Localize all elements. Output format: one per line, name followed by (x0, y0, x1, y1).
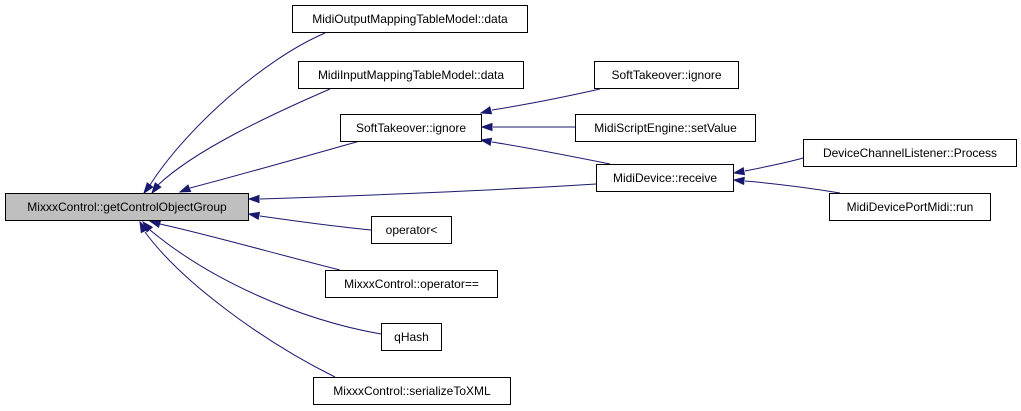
node-box (803, 139, 1017, 167)
arrowhead-icon (479, 137, 493, 147)
node-label: MidiDevicePortMidi::run (847, 200, 974, 214)
node-st1[interactable]: SoftTakeover::ignore (340, 114, 482, 142)
edge-line (157, 88, 331, 186)
edge-line (259, 183, 597, 200)
arrowhead-icon (480, 122, 493, 132)
edge-opeq-to-root (148, 219, 341, 271)
arrowhead-icon (247, 211, 261, 221)
edge-serialize-to-root (139, 220, 336, 378)
node-serialize[interactable]: MixxxControl::serializeToXML (313, 377, 511, 405)
node-outmap[interactable]: MidiOutputMappingTableModel::data (292, 5, 528, 33)
node-label: MixxxControl::getControlObjectGroup (27, 200, 227, 214)
node-box (5, 193, 249, 221)
arrowhead-icon (143, 182, 154, 195)
edge-outmap-to-root (143, 32, 326, 195)
node-setval[interactable]: MidiScriptEngine::setValue (575, 114, 756, 142)
edges-layer (139, 32, 841, 378)
edge-inmap-to-root (151, 88, 331, 195)
edge-line (491, 88, 601, 111)
node-box (340, 114, 482, 142)
edge-receive-to-root (247, 183, 597, 204)
node-box (371, 216, 452, 244)
edge-line (159, 223, 341, 271)
edge-line (144, 231, 336, 378)
node-label: MixxxControl::serializeToXML (333, 384, 491, 398)
node-label: MidiDevice::receive (613, 171, 717, 185)
node-box (298, 61, 524, 89)
arrowhead-icon (732, 166, 746, 176)
arrowhead-icon (732, 176, 745, 186)
node-label: MidiOutputMappingTableModel::data (312, 12, 508, 26)
edge-st2-to-st1 (479, 88, 601, 115)
node-st2[interactable]: SoftTakeover::ignore (594, 61, 739, 89)
arrowhead-icon (148, 219, 162, 229)
arrowhead-icon (479, 106, 493, 115)
node-label: SoftTakeover::ignore (611, 68, 721, 82)
edge-receive-to-st1 (479, 137, 611, 165)
node-box (575, 114, 756, 142)
edge-line (149, 229, 382, 335)
edge-run-to-receive (732, 176, 841, 194)
edge-line (744, 157, 804, 172)
node-process[interactable]: DeviceChannelListener::Process (803, 139, 1017, 167)
node-box (325, 270, 498, 298)
edge-oplt-to-root (247, 211, 372, 231)
node-root[interactable]: MixxxControl::getControlObjectGroup (5, 193, 249, 221)
node-box (292, 5, 528, 33)
edge-line (491, 141, 611, 165)
arrowhead-icon (139, 220, 149, 234)
node-box (381, 323, 442, 351)
edge-line (189, 140, 361, 189)
node-run[interactable]: MidiDevicePortMidi::run (829, 193, 991, 221)
arrowhead-icon (151, 182, 162, 195)
edge-setval-to-st1 (480, 122, 575, 132)
node-box (596, 164, 734, 192)
node-qhash[interactable]: qHash (381, 323, 442, 351)
edge-line (259, 215, 372, 231)
edge-line (744, 180, 841, 194)
node-receive[interactable]: MidiDevice::receive (596, 164, 734, 192)
arrowhead-icon (247, 194, 260, 204)
node-box (594, 61, 739, 89)
node-box (829, 193, 991, 221)
nodes-layer: MixxxControl::getControlObjectGroup MidiO… (5, 5, 1017, 405)
node-opeq[interactable]: MixxxControl::operator== (325, 270, 498, 298)
node-label: MidiScriptEngine::setValue (594, 121, 737, 135)
node-label: SoftTakeover::ignore (356, 121, 466, 135)
node-label: DeviceChannelListener::Process (823, 146, 997, 160)
node-inmap[interactable]: MidiInputMappingTableModel::data (298, 61, 524, 89)
node-label: operator< (386, 223, 438, 237)
node-oplt[interactable]: operator< (371, 216, 452, 244)
arrowhead-icon (178, 184, 192, 193)
edge-line (149, 32, 326, 186)
edge-process-to-receive (732, 157, 804, 176)
node-label: MixxxControl::operator== (344, 277, 479, 291)
node-label: MidiInputMappingTableModel::data (318, 68, 504, 82)
node-box (313, 377, 511, 405)
edge-st1-to-root (178, 140, 361, 193)
node-label: qHash (394, 330, 429, 344)
